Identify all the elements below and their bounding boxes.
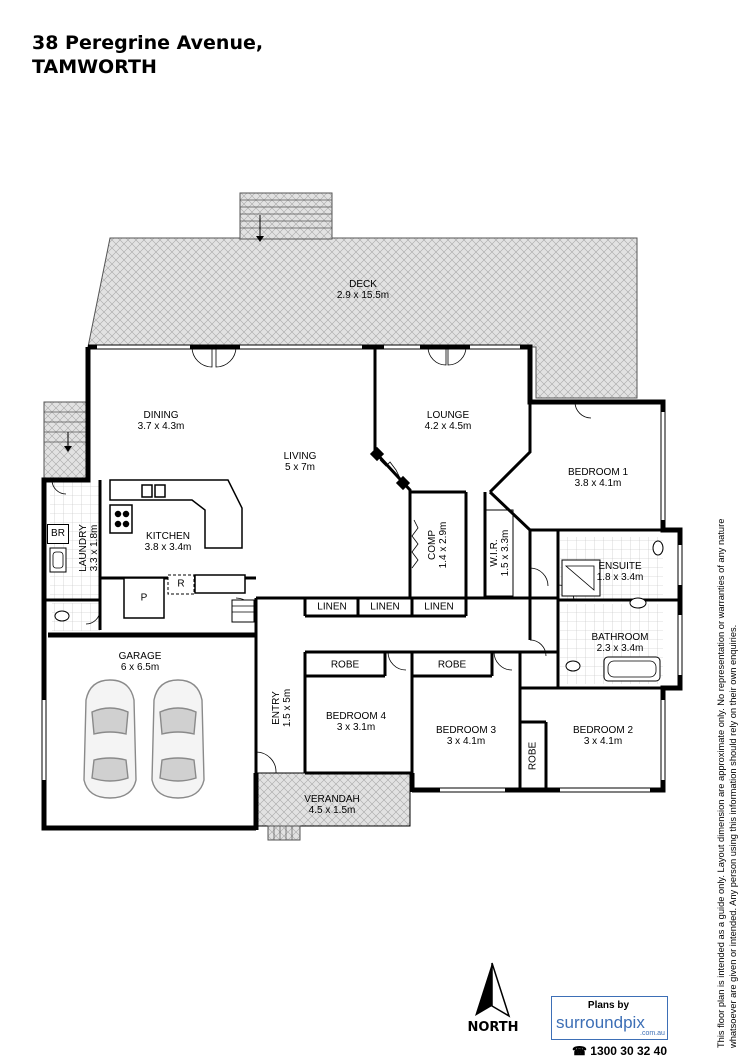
kitchen-bench xyxy=(109,479,246,594)
car-1 xyxy=(83,679,137,799)
brand-logo-text: surroundpix xyxy=(556,1013,645,1032)
brand-phone-number: 1300 30 32 40 xyxy=(590,1044,668,1058)
brand-box xyxy=(551,996,668,1040)
label-linen-1: LINEN xyxy=(317,601,347,613)
car-2 xyxy=(151,679,205,799)
side-steps xyxy=(43,401,91,481)
brand-plans-by: Plans by xyxy=(587,1000,630,1011)
label-robe-bed4: ROBE xyxy=(330,659,360,671)
address-line-1: 38 Peregrine Avenue, xyxy=(32,32,264,54)
label-robe-bed3: ROBE xyxy=(437,659,467,671)
label-pantry: P xyxy=(140,592,148,604)
label-robe-bed2: ROBE xyxy=(527,741,539,771)
verandah-area xyxy=(257,772,411,841)
north-label: NORTH xyxy=(467,1020,519,1035)
disclaimer-text: This floor plan is intended as a guide o… xyxy=(716,518,738,1048)
window-lines xyxy=(41,344,683,793)
room-wir: W.I.R.1.5 x 3.3m xyxy=(489,529,511,577)
north-arrow-icon xyxy=(475,962,511,1018)
windows xyxy=(42,345,682,792)
label-linen-3: LINEN xyxy=(424,601,454,613)
brand-domain: .com.au xyxy=(640,1030,665,1037)
label-linen-2: LINEN xyxy=(370,601,400,613)
label-fridge: R xyxy=(177,578,185,590)
address-line-2: TAMWORTH xyxy=(32,56,157,78)
brand-phone: ☎ 1300 30 32 40 xyxy=(572,1044,668,1058)
label-br: BR xyxy=(47,524,69,544)
